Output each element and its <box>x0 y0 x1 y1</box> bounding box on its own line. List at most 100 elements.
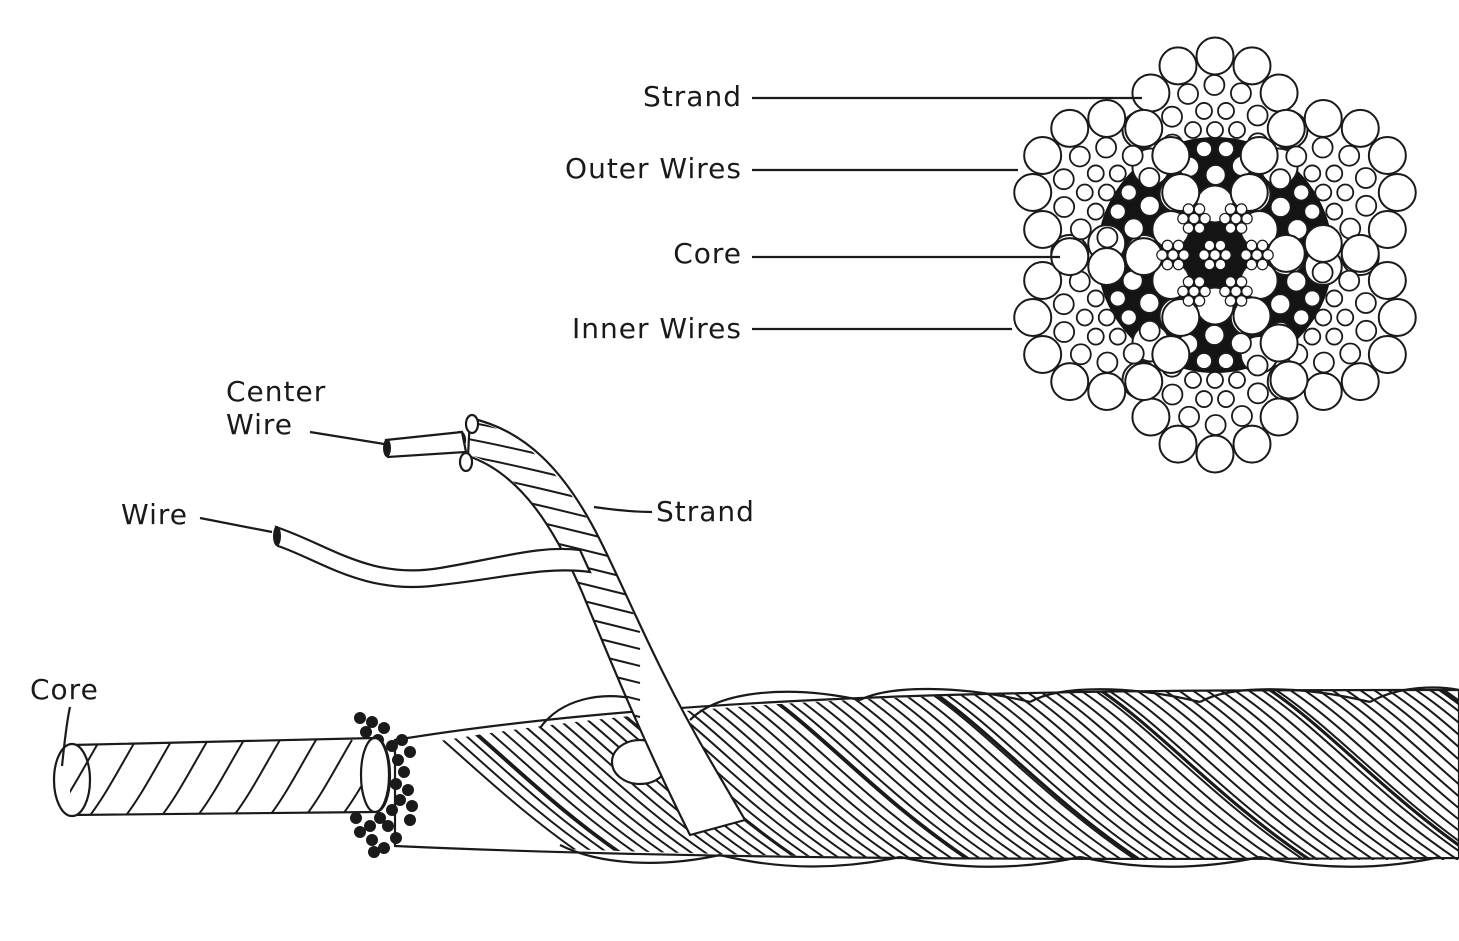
inner-wire <box>1119 183 1138 202</box>
core-wire <box>1182 295 1195 307</box>
inner-wire <box>1204 164 1227 186</box>
inner-wire <box>1217 102 1235 120</box>
cut-wire-end <box>392 754 404 766</box>
cross-section-strand-label: Strand <box>643 80 742 113</box>
inner-wire <box>1228 121 1246 139</box>
outer-wire <box>1232 424 1272 464</box>
center-wire-dot <box>1097 183 1116 202</box>
inner-wire <box>1292 308 1311 327</box>
rope-wire-line <box>1149 690 1361 860</box>
inner-wire <box>1355 194 1378 217</box>
rope-wire-line <box>1065 690 1277 860</box>
outer-wire <box>1158 424 1198 464</box>
wire-leader-line <box>199 516 273 534</box>
outer-wire <box>1377 173 1417 212</box>
outer-wire <box>1124 108 1164 148</box>
inner-wire <box>1184 121 1202 139</box>
inner-wire <box>1204 414 1227 436</box>
inner-wire <box>1075 183 1094 202</box>
outer-wire <box>1232 296 1272 336</box>
inner-wire <box>1303 164 1322 183</box>
cross-section <box>1013 36 1417 474</box>
outer-wire <box>1259 397 1299 437</box>
inner-wire <box>1336 183 1355 202</box>
rope-wire-line <box>771 690 983 860</box>
rope-wire-line <box>995 690 1207 860</box>
inner-wire <box>1246 104 1269 127</box>
inner-wire <box>1096 226 1119 249</box>
outer-wire <box>1050 362 1090 402</box>
inner-wire <box>1325 202 1344 221</box>
center-wire <box>383 430 468 459</box>
core-twist-line <box>267 739 317 815</box>
core-wire <box>1219 285 1231 298</box>
inner-wire <box>1108 164 1127 183</box>
inner-wire <box>1246 354 1269 377</box>
rope-wire-line <box>1121 690 1333 860</box>
rope-wire-line <box>1345 690 1459 860</box>
core-wire <box>1241 285 1253 298</box>
core-wire <box>1167 249 1179 261</box>
rope-wire-line <box>1373 690 1459 860</box>
rope-strand-boundary <box>929 690 1141 860</box>
inner-wire <box>1053 196 1076 218</box>
cut-wire-end <box>366 834 378 846</box>
core-wire <box>1193 222 1206 234</box>
rope-wire-line <box>729 690 941 860</box>
rope-wire-line <box>799 690 1011 860</box>
outer-wire <box>1161 298 1201 337</box>
core-wire <box>1203 239 1216 252</box>
core-wire <box>1235 222 1248 234</box>
rope-wire-line <box>1317 690 1459 860</box>
rope-wire-line <box>1387 690 1459 860</box>
rope-wire-line <box>953 690 1165 860</box>
inner-wire <box>1138 319 1161 342</box>
core-wire <box>1214 239 1227 252</box>
inner-wire <box>1108 327 1127 346</box>
inner-wire <box>1217 390 1235 408</box>
outer-wire <box>1340 108 1380 148</box>
rope-wire-line <box>1415 690 1459 860</box>
outer-wire <box>1340 233 1380 273</box>
center-wire-leader-line <box>309 430 385 446</box>
rope-wire-line <box>1163 690 1375 860</box>
outer-wire <box>1266 108 1306 148</box>
strand-wire-line <box>440 859 640 904</box>
inner-wire <box>1325 327 1344 346</box>
cut-wire-end <box>404 746 416 758</box>
inner-wire <box>1311 261 1334 284</box>
inner-wire <box>1336 308 1355 327</box>
inner-wire <box>1096 351 1119 374</box>
cross-section-core-label: Core <box>673 237 742 270</box>
cut-wire-end <box>394 794 406 806</box>
center-wire-dot <box>1206 371 1224 389</box>
inner-wire <box>1195 102 1213 120</box>
outer-wire <box>1131 397 1171 437</box>
inner-wire <box>1086 289 1105 308</box>
core-leader-line-rope <box>60 706 72 767</box>
rope-wire-line <box>1303 690 1459 860</box>
inner-wire <box>1122 342 1145 365</box>
inner-wire <box>1303 327 1322 346</box>
inner-wire <box>1217 352 1235 370</box>
rope-wire-line <box>981 690 1193 860</box>
rope-wire-line <box>911 690 1123 860</box>
inner-wire <box>1325 289 1344 308</box>
core-wire <box>1245 239 1258 252</box>
core-twist-line <box>123 739 173 815</box>
core-wire <box>1161 258 1174 271</box>
core-wire <box>1188 285 1200 298</box>
inner-wire <box>1161 383 1184 406</box>
core-wire <box>1230 212 1242 225</box>
rope-wire-line <box>1079 690 1291 860</box>
fiber-core <box>52 736 391 818</box>
strand-label: Strand <box>656 495 755 528</box>
strand-end-wire <box>464 413 480 435</box>
loose-wire <box>273 525 592 589</box>
rope-wire-line <box>1233 690 1445 860</box>
core-wire <box>1172 258 1185 271</box>
rope-wire-line <box>785 690 997 860</box>
core-wire <box>1172 239 1185 252</box>
outer-wire <box>1013 173 1053 212</box>
